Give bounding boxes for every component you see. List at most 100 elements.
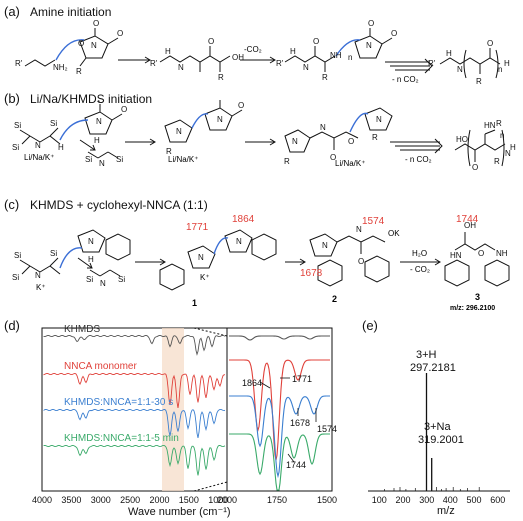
panel-b-counterion-3: Li/Na/K⁺ bbox=[335, 159, 365, 168]
zoom-annotation-1574: 1574 bbox=[317, 424, 337, 434]
svg-text:O: O bbox=[208, 37, 214, 46]
zoom-annotation-1771: 1771 bbox=[292, 374, 312, 384]
zoom-annotation-1678: 1678 bbox=[290, 418, 310, 428]
panel-c-compound-3: 3 bbox=[475, 292, 480, 302]
svg-text:H: H bbox=[58, 143, 64, 152]
svg-text:HN: HN bbox=[450, 251, 462, 260]
panel-c-peak-1744: 1744 bbox=[456, 214, 479, 225]
ftir-tick-main: 1500 bbox=[179, 495, 199, 505]
panel-c-mz-label: m/z: 296.2100 bbox=[450, 305, 495, 312]
svg-text:R': R' bbox=[150, 59, 158, 68]
svg-text:N: N bbox=[366, 41, 372, 50]
svg-text:O: O bbox=[98, 100, 104, 105]
ftir-tick-main: 1000 bbox=[208, 495, 228, 505]
ftir-x-axis-label: Wave number (cm⁻¹) bbox=[128, 506, 231, 518]
svg-text:R: R bbox=[496, 119, 502, 128]
svg-text:O: O bbox=[93, 19, 99, 28]
trace-label-khmds: KHMDS bbox=[64, 324, 101, 335]
svg-text:R': R' bbox=[428, 59, 436, 68]
ms-x-axis-label: m/z bbox=[437, 505, 455, 517]
svg-text:N: N bbox=[457, 65, 463, 74]
svg-text:N: N bbox=[356, 225, 362, 234]
ftir-trace-0 bbox=[43, 334, 226, 356]
svg-text:N: N bbox=[198, 253, 204, 262]
svg-text:Si: Si bbox=[12, 143, 19, 152]
svg-text:H: H bbox=[510, 143, 516, 152]
zoom-annotation-1864: 1864 bbox=[242, 378, 262, 388]
svg-text:R': R' bbox=[15, 59, 23, 68]
svg-text:N: N bbox=[376, 115, 382, 124]
svg-text:Si: Si bbox=[85, 155, 92, 164]
panel-c-compound-2: 2 bbox=[332, 294, 337, 304]
panel-c-peak-1678: 1678 bbox=[300, 268, 323, 279]
svg-text:N: N bbox=[99, 159, 105, 168]
svg-text:OH: OH bbox=[232, 53, 244, 62]
svg-text:R: R bbox=[372, 133, 378, 142]
panel-c-k-plus-1: K⁺ bbox=[36, 283, 46, 292]
svg-text:NH₂: NH₂ bbox=[53, 63, 68, 72]
svg-text:O: O bbox=[330, 153, 336, 162]
svg-text:Si: Si bbox=[118, 275, 125, 284]
ftir-trace-3 bbox=[43, 444, 226, 476]
svg-text:O: O bbox=[117, 29, 123, 38]
ftir-trace-1 bbox=[43, 372, 226, 409]
svg-text:O: O bbox=[238, 101, 244, 110]
svg-text:Si: Si bbox=[14, 121, 21, 130]
trace-label-nnca: NNCA monomer bbox=[64, 361, 137, 372]
svg-text:N: N bbox=[176, 127, 182, 136]
svg-text:R: R bbox=[476, 77, 482, 86]
panel-c-label: (c) bbox=[4, 197, 20, 212]
svg-text:O: O bbox=[358, 257, 364, 266]
svg-text:HN: HN bbox=[484, 121, 496, 130]
svg-text:N: N bbox=[320, 123, 326, 132]
panel-a-title: Amine initiation bbox=[30, 5, 112, 19]
ms-peak2-value: 319.2001 bbox=[418, 434, 464, 446]
panel-b-label: (b) bbox=[4, 91, 20, 106]
ms-tick: 100 bbox=[372, 495, 387, 505]
svg-text:R: R bbox=[322, 73, 328, 82]
ms-tick: 300 bbox=[419, 495, 434, 505]
ms-peak1-label: 3+H bbox=[416, 349, 437, 361]
svg-text:O: O bbox=[478, 249, 484, 258]
panel-e-label: (e) bbox=[362, 318, 378, 333]
svg-text:Si: Si bbox=[12, 273, 19, 282]
svg-text:HO: HO bbox=[456, 135, 468, 144]
panel-a-nco2-label: - n CO₂ bbox=[392, 75, 419, 84]
ms-peak2-label: 3+Na bbox=[424, 421, 451, 433]
svg-text:n: n bbox=[498, 65, 502, 74]
ms-tick: 400 bbox=[443, 495, 458, 505]
ms-tick: 500 bbox=[467, 495, 482, 505]
svg-text:N: N bbox=[96, 117, 102, 126]
svg-text:H: H bbox=[94, 136, 100, 145]
svg-text:OH: OH bbox=[464, 221, 476, 230]
ftir-zoom-trace-0 bbox=[229, 335, 330, 341]
ftir-zoom-frame bbox=[226, 327, 333, 492]
svg-text:O: O bbox=[348, 137, 354, 146]
ftir-tick-zoom: 2000 bbox=[217, 495, 237, 505]
svg-text:R: R bbox=[284, 157, 290, 166]
svg-text:O: O bbox=[78, 39, 84, 48]
svg-text:R: R bbox=[218, 73, 224, 82]
svg-text:Si: Si bbox=[50, 119, 57, 128]
ftir-zoom-trace-1 bbox=[229, 359, 330, 461]
svg-text:N: N bbox=[303, 63, 309, 72]
panel-c-peak-1771: 1771 bbox=[186, 222, 209, 233]
svg-text:N: N bbox=[236, 237, 242, 246]
svg-text:R: R bbox=[76, 67, 82, 76]
trace-label-30s: KHMDS:NNCA=1:1-30 s bbox=[64, 397, 174, 408]
svg-text:O: O bbox=[487, 39, 493, 48]
ftir-zoom-trace-2 bbox=[229, 395, 330, 479]
ftir-tick-main: 2000 bbox=[150, 495, 170, 505]
ftir-zoom-guide-bottom bbox=[193, 481, 228, 492]
svg-text:N: N bbox=[178, 63, 184, 72]
svg-text:N: N bbox=[35, 271, 41, 280]
zoom-annotation-1744: 1744 bbox=[286, 460, 306, 470]
svg-text:R: R bbox=[166, 147, 172, 156]
svg-text:H: H bbox=[446, 49, 452, 58]
panel-c-compound-1: 1 bbox=[192, 298, 197, 308]
ftir-tick-main: 3500 bbox=[61, 495, 81, 505]
